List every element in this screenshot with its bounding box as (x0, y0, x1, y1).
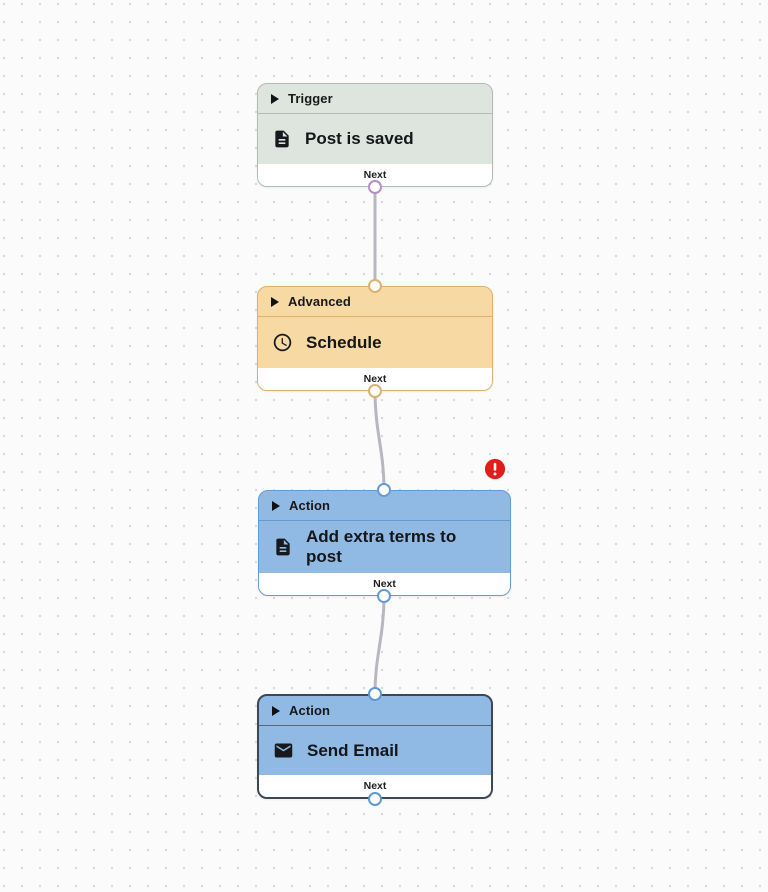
node-category-label: Advanced (288, 294, 351, 309)
node-body: Add extra terms to post (259, 521, 510, 573)
node-title: Post is saved (305, 129, 414, 148)
document-icon (275, 130, 289, 148)
port-input-advanced[interactable] (368, 279, 382, 293)
document-icon (276, 538, 290, 556)
error-badge[interactable] (484, 458, 506, 480)
clock-icon (273, 333, 292, 352)
node-category-label: Action (289, 703, 331, 718)
expand-arrow-icon[interactable] (272, 500, 280, 511)
node-header: Action (259, 696, 491, 726)
node-header: Trigger (258, 84, 492, 114)
node-footer-next: Next (258, 368, 492, 390)
node-footer-next: Next (258, 164, 492, 186)
node-title: Schedule (306, 332, 382, 352)
expand-arrow-icon[interactable] (272, 705, 280, 716)
port-output-action1[interactable] (377, 589, 391, 603)
node-title: Add extra terms to post (306, 527, 457, 566)
node-footer-next: Next (259, 775, 491, 797)
node-action-send-email[interactable]: Action Send Email Next (257, 694, 493, 799)
node-header: Advanced (258, 287, 492, 317)
port-input-action2[interactable] (368, 687, 382, 701)
edge-action1-to-action2[interactable] (373, 594, 386, 696)
node-action-add-extra-terms[interactable]: Action Add extra terms to post Next (258, 490, 511, 596)
node-footer-next: Next (259, 573, 510, 595)
expand-arrow-icon[interactable] (271, 93, 279, 104)
node-body: Post is saved (258, 114, 492, 164)
node-trigger-post-is-saved[interactable]: Trigger Post is saved Next (257, 83, 493, 187)
port-output-action2[interactable] (368, 792, 382, 806)
node-header: Action (259, 491, 510, 521)
port-output-advanced[interactable] (368, 384, 382, 398)
node-advanced-schedule[interactable]: Advanced Schedule Next (257, 286, 493, 391)
port-output-trigger[interactable] (368, 180, 382, 194)
node-body: Send Email (259, 726, 491, 775)
expand-arrow-icon[interactable] (271, 296, 279, 307)
edge-advanced-to-action1[interactable] (373, 389, 386, 492)
node-body: Schedule (258, 317, 492, 368)
port-input-action1[interactable] (377, 483, 391, 497)
node-title: Send Email (307, 740, 399, 760)
node-category-label: Action (289, 498, 331, 513)
node-category-label: Trigger (288, 91, 333, 106)
email-icon (274, 743, 293, 758)
